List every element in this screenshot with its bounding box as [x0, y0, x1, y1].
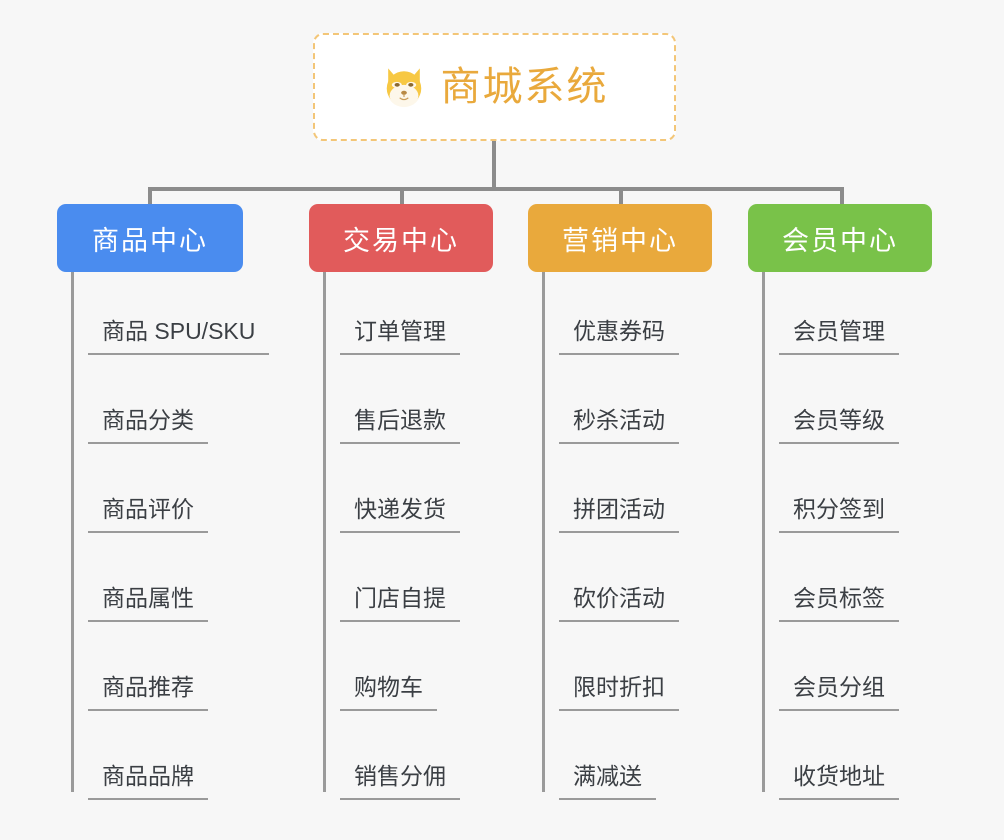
category-header-2-label: 交易中心 [343, 225, 459, 256]
list-item[interactable]: 商品属性 [57, 539, 297, 628]
list-item[interactable]: 商品品牌 [57, 717, 297, 806]
leaf-list-1: 商品 SPU/SKU 商品分类 商品评价 商品属性 商品推荐 商品品牌 [57, 272, 297, 806]
leaf-label: 购物车 [340, 674, 437, 711]
leaf-label: 商品推荐 [88, 674, 208, 711]
leaf-label: 会员管理 [779, 318, 899, 355]
connector-drop-1 [148, 187, 152, 207]
list-item[interactable]: 销售分佣 [309, 717, 539, 806]
leaf-label: 售后退款 [340, 407, 460, 444]
leaf-label: 满减送 [559, 763, 656, 800]
leaf-label: 会员标签 [779, 585, 899, 622]
category-column-1: 商品中心 商品 SPU/SKU 商品分类 商品评价 商品属性 商品推荐 商品品牌 [57, 204, 297, 806]
category-header-3-label: 营销中心 [562, 225, 678, 256]
category-header-4-label: 会员中心 [782, 225, 898, 256]
list-item[interactable]: 商品 SPU/SKU [57, 272, 297, 361]
category-header-3[interactable]: 营销中心 [528, 204, 712, 272]
connector-root-stem [492, 141, 496, 191]
leaf-list-2: 订单管理 售后退款 快递发货 门店自提 购物车 销售分佣 [309, 272, 539, 806]
leaf-label: 优惠券码 [559, 318, 679, 355]
connector-drop-2 [400, 187, 404, 207]
leaf-label: 销售分佣 [340, 763, 460, 800]
list-item[interactable]: 门店自提 [309, 539, 539, 628]
category-column-4: 会员中心 会员管理 会员等级 积分签到 会员标签 会员分组 收货地址 [748, 204, 978, 806]
leaf-label: 限时折扣 [559, 674, 679, 711]
list-item[interactable]: 砍价活动 [528, 539, 758, 628]
category-header-2[interactable]: 交易中心 [309, 204, 493, 272]
list-item[interactable]: 会员分组 [748, 628, 978, 717]
leaf-label: 商品评价 [88, 496, 208, 533]
leaf-label: 拼团活动 [559, 496, 679, 533]
shiba-dog-face-icon [386, 68, 421, 108]
leaf-label: 会员分组 [779, 674, 899, 711]
leaf-label: 商品属性 [88, 585, 208, 622]
leaf-label: 商品 SPU/SKU [88, 318, 270, 355]
leaf-label: 积分签到 [779, 496, 899, 533]
connector-bus [148, 187, 844, 191]
list-item[interactable]: 商品推荐 [57, 628, 297, 717]
category-trunk-1 [71, 272, 74, 792]
leaf-label: 商品品牌 [88, 763, 208, 800]
connector-drop-4 [840, 187, 844, 207]
leaf-label: 快递发货 [340, 496, 460, 533]
leaf-label: 会员等级 [779, 407, 899, 444]
list-item[interactable]: 秒杀活动 [528, 361, 758, 450]
list-item[interactable]: 会员管理 [748, 272, 978, 361]
list-item[interactable]: 会员等级 [748, 361, 978, 450]
list-item[interactable]: 购物车 [309, 628, 539, 717]
connector-drop-3 [619, 187, 623, 207]
list-item[interactable]: 会员标签 [748, 539, 978, 628]
category-trunk-4 [762, 272, 765, 792]
leaf-label: 门店自提 [340, 585, 460, 622]
list-item[interactable]: 拼团活动 [528, 450, 758, 539]
category-column-3: 营销中心 优惠券码 秒杀活动 拼团活动 砍价活动 限时折扣 满减送 [528, 204, 758, 806]
list-item[interactable]: 满减送 [528, 717, 758, 806]
leaf-list-4: 会员管理 会员等级 积分签到 会员标签 会员分组 收货地址 [748, 272, 978, 806]
leaf-list-3: 优惠券码 秒杀活动 拼团活动 砍价活动 限时折扣 满减送 [528, 272, 758, 806]
list-item[interactable]: 订单管理 [309, 272, 539, 361]
leaf-label: 秒杀活动 [559, 407, 679, 444]
leaf-label: 砍价活动 [559, 585, 679, 622]
leaf-label: 商品分类 [88, 407, 208, 444]
category-header-4[interactable]: 会员中心 [748, 204, 932, 272]
list-item[interactable]: 积分签到 [748, 450, 978, 539]
list-item[interactable]: 商品评价 [57, 450, 297, 539]
list-item[interactable]: 收货地址 [748, 717, 978, 806]
root-node[interactable]: 商城系统 [313, 33, 676, 141]
root-title: 商城系统 [440, 65, 609, 109]
category-column-2: 交易中心 订单管理 售后退款 快递发货 门店自提 购物车 销售分佣 [309, 204, 539, 806]
list-item[interactable]: 限时折扣 [528, 628, 758, 717]
list-item[interactable]: 商品分类 [57, 361, 297, 450]
category-trunk-3 [542, 272, 545, 792]
list-item[interactable]: 优惠券码 [528, 272, 758, 361]
category-trunk-2 [323, 272, 326, 792]
category-header-1-label: 商品中心 [92, 225, 208, 256]
category-header-1[interactable]: 商品中心 [57, 204, 243, 272]
leaf-label: 收货地址 [779, 763, 899, 800]
leaf-label: 订单管理 [340, 318, 460, 355]
list-item[interactable]: 售后退款 [309, 361, 539, 450]
list-item[interactable]: 快递发货 [309, 450, 539, 539]
